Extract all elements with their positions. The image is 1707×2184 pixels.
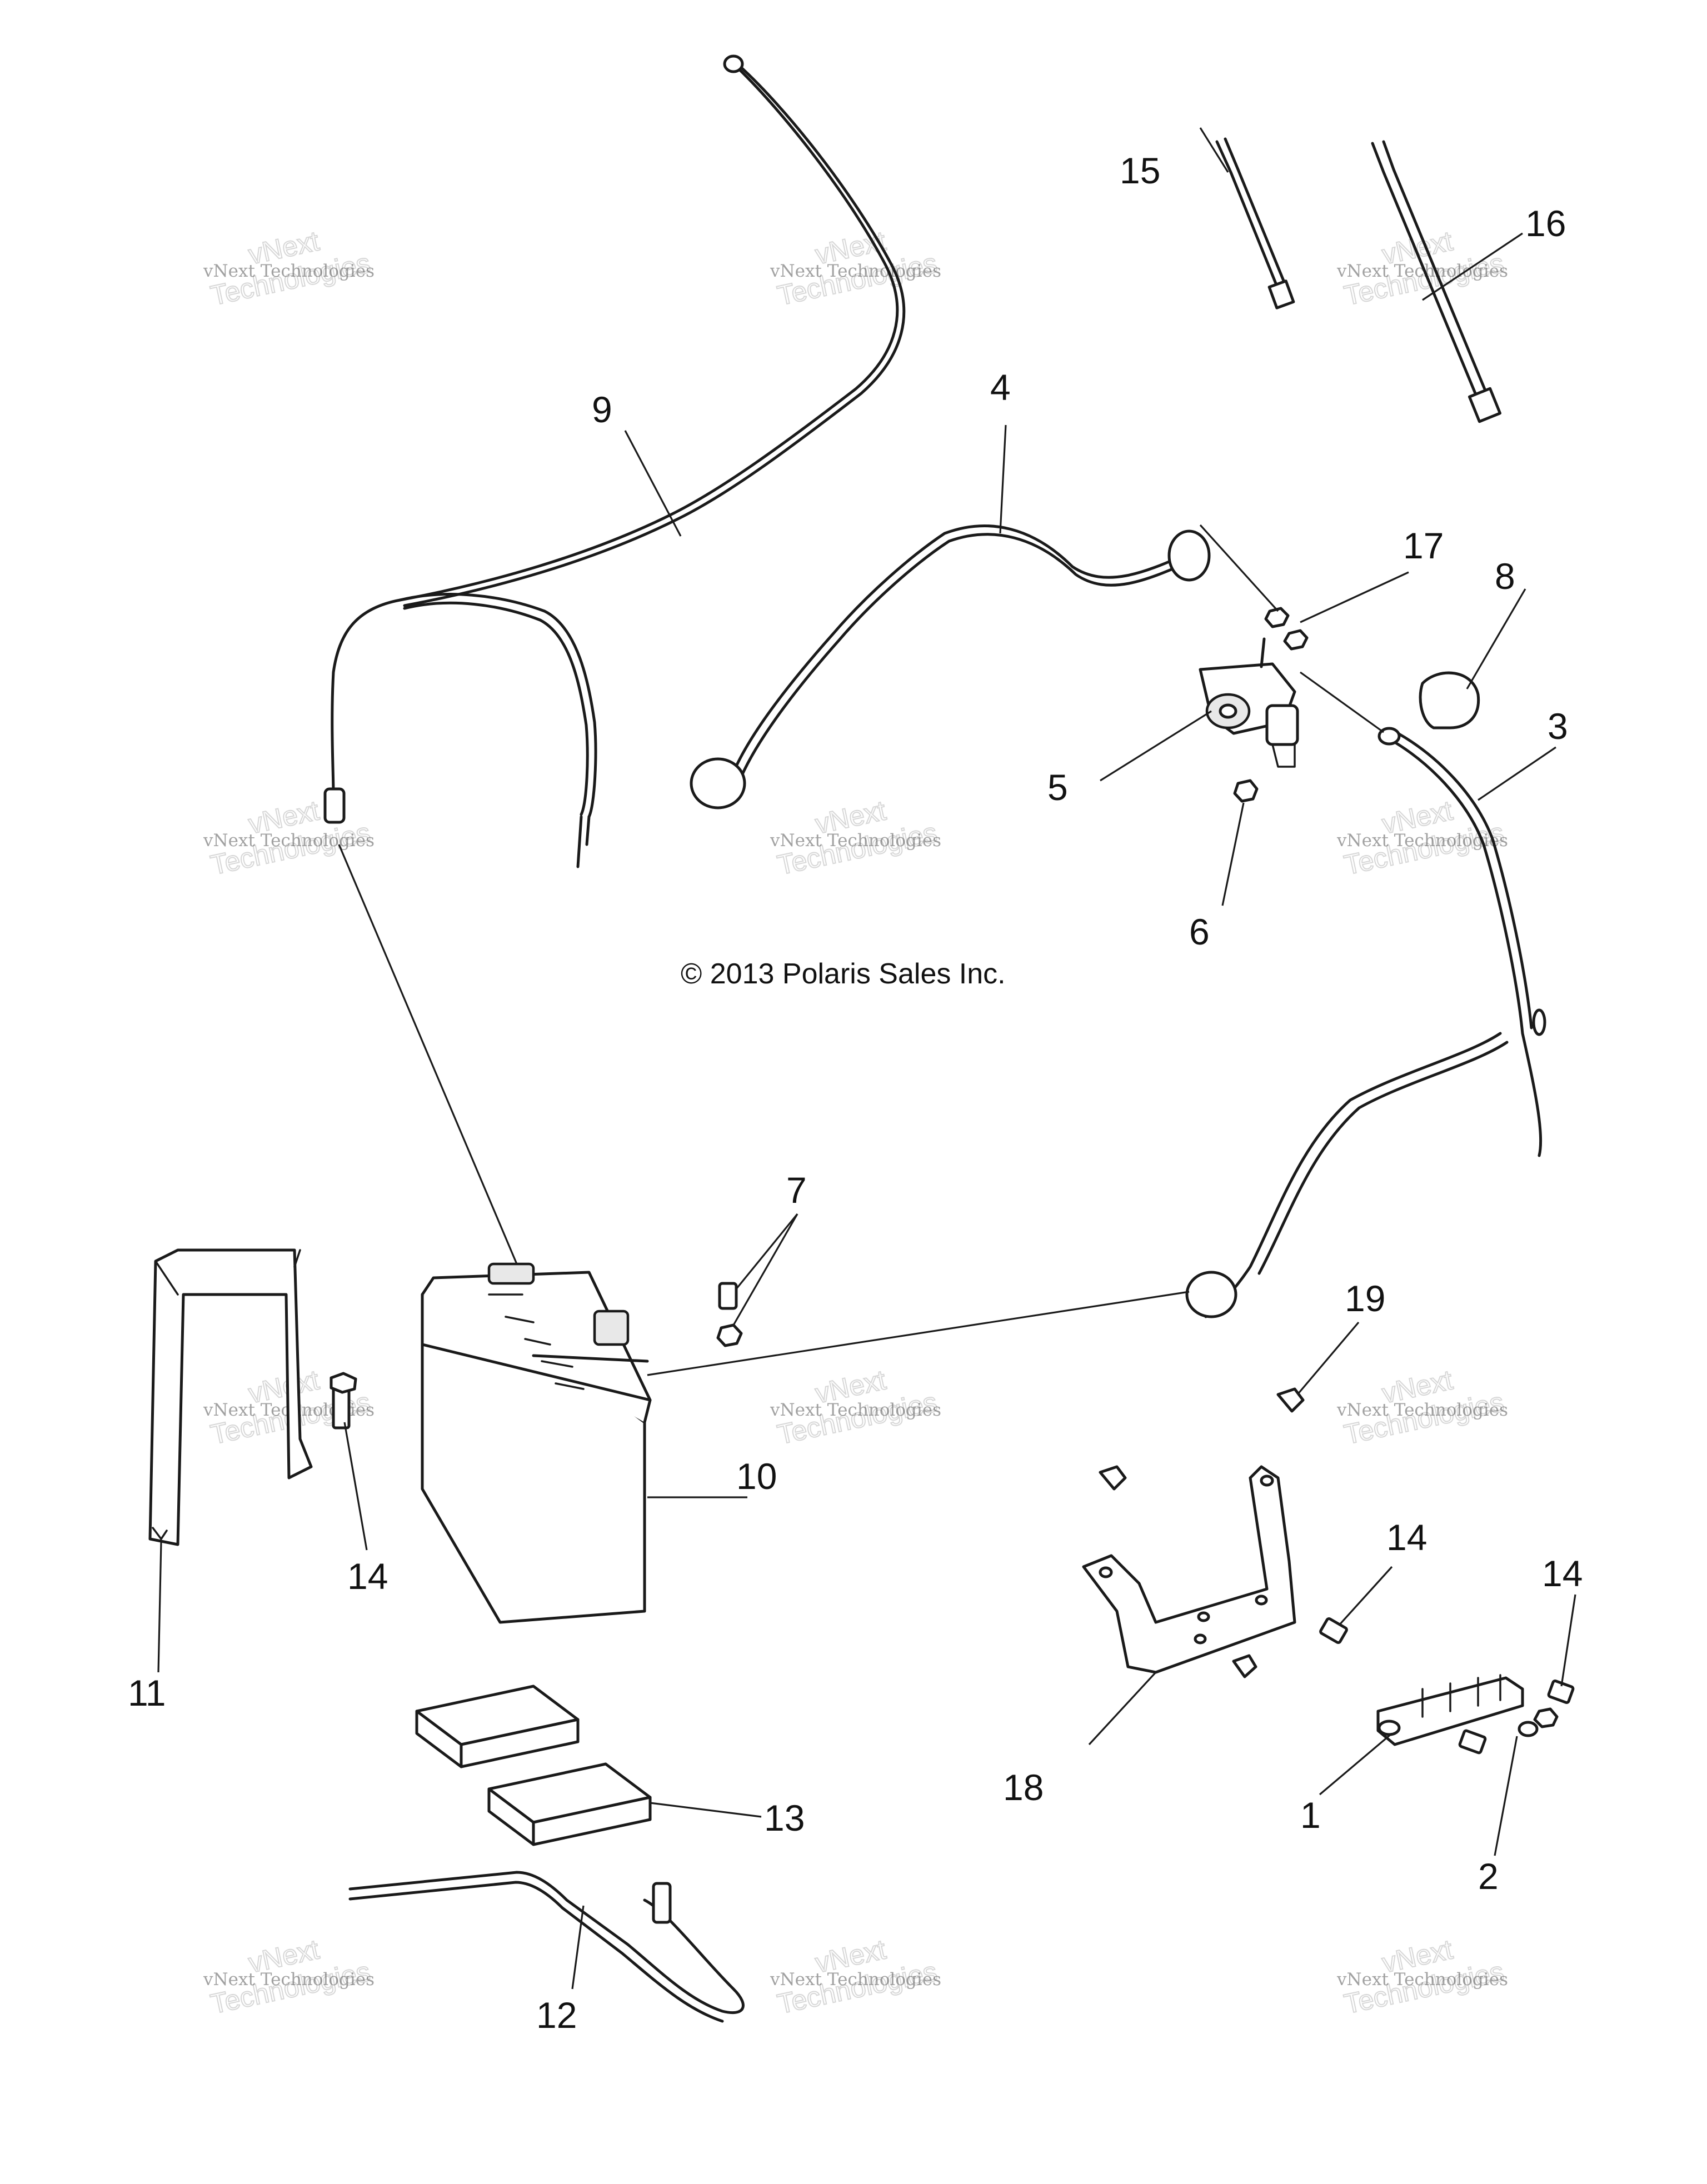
watermark-brand: vNext Technologies: [770, 1970, 941, 1990]
callout-16: 16: [1525, 203, 1566, 244]
leader-14-center: [1338, 1566, 1393, 1626]
callout-1: 1: [1300, 1795, 1321, 1836]
part-6-screw: [1233, 779, 1259, 803]
leader-8: [1466, 588, 1526, 689]
watermark-brand: vNext Technologies: [770, 261, 941, 281]
leader-4-to-5: [1199, 524, 1279, 612]
part-11-bracket: [148, 1248, 313, 1546]
leader-battery-to-3: [647, 1291, 1190, 1376]
leader-18: [1088, 1671, 1157, 1746]
callout-14-center: 14: [1386, 1517, 1427, 1558]
callout-5: 5: [1047, 767, 1068, 808]
part-5-solenoid: [1199, 637, 1299, 768]
watermark-4: vNext Technologies vNext Technologies: [203, 794, 375, 881]
leader-6: [1221, 802, 1245, 906]
part-16-cable-tie: [1371, 140, 1502, 423]
part-15-cable-tie: [1215, 137, 1295, 309]
part-10-battery: [421, 1262, 652, 1624]
watermark-brand: vNext Technologies: [203, 261, 375, 281]
leader-11: [157, 1541, 162, 1673]
watermark-brand: vNext Technologies: [203, 1970, 375, 1990]
leader-16: [1422, 232, 1523, 301]
copyright-notice: © 2013 Polaris Sales Inc.: [681, 958, 1006, 990]
leader-1: [1319, 1732, 1393, 1796]
watermark-12: vNext Technologies vNext Technologies: [1336, 1933, 1508, 2020]
part-14-bolt-right: [1533, 1680, 1575, 1728]
watermark-2: vNext Technologies vNext Technologies: [770, 224, 941, 312]
watermark-10: vNext Technologies vNext Technologies: [203, 1933, 375, 2020]
callouts: 9 4 15 16 17 8 3 5 6 7 10 19 14 14 14 11…: [128, 150, 1583, 2036]
leader-12: [571, 1905, 585, 1990]
callout-3: 3: [1548, 706, 1568, 747]
callout-2: 2: [1478, 1856, 1499, 1897]
part-13-pads: [415, 1685, 652, 1846]
part-7-bolt-nut: [716, 1282, 743, 1347]
leader-5-to-3: [1300, 671, 1384, 733]
callout-11: 11: [128, 1672, 166, 1713]
part-17-nuts: [1264, 607, 1309, 651]
leader-3: [1478, 746, 1556, 801]
callout-8: 8: [1495, 556, 1515, 597]
leader-15: [1199, 127, 1229, 173]
part-4-cable: [690, 524, 1211, 809]
callout-18: 18: [1003, 1767, 1044, 1808]
leader-lines: [157, 127, 1576, 1990]
watermark-5: vNext Technologies vNext Technologies: [770, 794, 941, 881]
part-12-cable: [348, 1871, 745, 2023]
part-3-cable: [1185, 727, 1546, 1318]
callout-14-left: 14: [347, 1556, 388, 1597]
watermark-1: vNext Technologies vNext Technologies: [203, 224, 375, 312]
callout-13: 13: [764, 1797, 805, 1838]
part-19-rivet-left: [1099, 1465, 1127, 1491]
leader-19: [1296, 1321, 1360, 1396]
callout-4: 4: [990, 367, 1011, 408]
callout-10: 10: [736, 1456, 777, 1497]
watermark-3: vNext Technologies vNext Technologies: [1336, 224, 1508, 312]
part-2-nut-washer: [1458, 1721, 1539, 1755]
leader-2: [1494, 1736, 1518, 1856]
part-18-plate: [1082, 1465, 1296, 1674]
leader-14-left: [343, 1422, 368, 1551]
leader-9-to-battery: [338, 844, 518, 1265]
watermark-brand: vNext Technologies: [770, 1400, 941, 1420]
callout-19: 19: [1345, 1278, 1385, 1319]
part-1-terminal-block: [1376, 1674, 1524, 1746]
part-9-cable-harness: [323, 54, 906, 868]
watermark-brand: vNext Technologies: [1336, 1400, 1508, 1420]
callout-15: 15: [1120, 150, 1160, 191]
leader-14-right: [1560, 1594, 1576, 1687]
watermark-brand: vNext Technologies: [1336, 1970, 1508, 1990]
callout-14-right: 14: [1542, 1553, 1583, 1594]
callout-12: 12: [536, 1995, 577, 2036]
callout-17: 17: [1403, 525, 1444, 566]
leader-13: [650, 1802, 762, 1818]
leader-7-bolt: [735, 1213, 798, 1290]
callout-6: 6: [1189, 911, 1210, 952]
callout-9: 9: [592, 389, 612, 430]
part-19-rivet-lower: [1232, 1654, 1257, 1678]
watermark-9: vNext Technologies vNext Technologies: [1336, 1363, 1508, 1451]
watermark-8: vNext Technologies vNext Technologies: [770, 1363, 941, 1451]
leader-7-nut: [732, 1213, 798, 1326]
watermark-brand: vNext Technologies: [770, 831, 941, 851]
leader-17: [1300, 571, 1409, 623]
leader-5: [1100, 710, 1212, 782]
watermark-brand: vNext Technologies: [203, 831, 375, 851]
part-8-terminal-boot: [1419, 671, 1480, 729]
watermark-11: vNext Technologies vNext Technologies: [770, 1933, 941, 2020]
leader-4: [999, 424, 1007, 534]
callout-7: 7: [786, 1170, 807, 1211]
leader-9: [624, 430, 682, 537]
watermarks: vNext Technologies vNext Technologies vN…: [203, 224, 1508, 2020]
part-19-rivet-top: [1276, 1387, 1305, 1413]
part-14-bolt-left: [330, 1372, 357, 1430]
watermark-6: vNext Technologies vNext Technologies: [1336, 794, 1508, 881]
part-14-bolt-center: [1319, 1617, 1348, 1645]
